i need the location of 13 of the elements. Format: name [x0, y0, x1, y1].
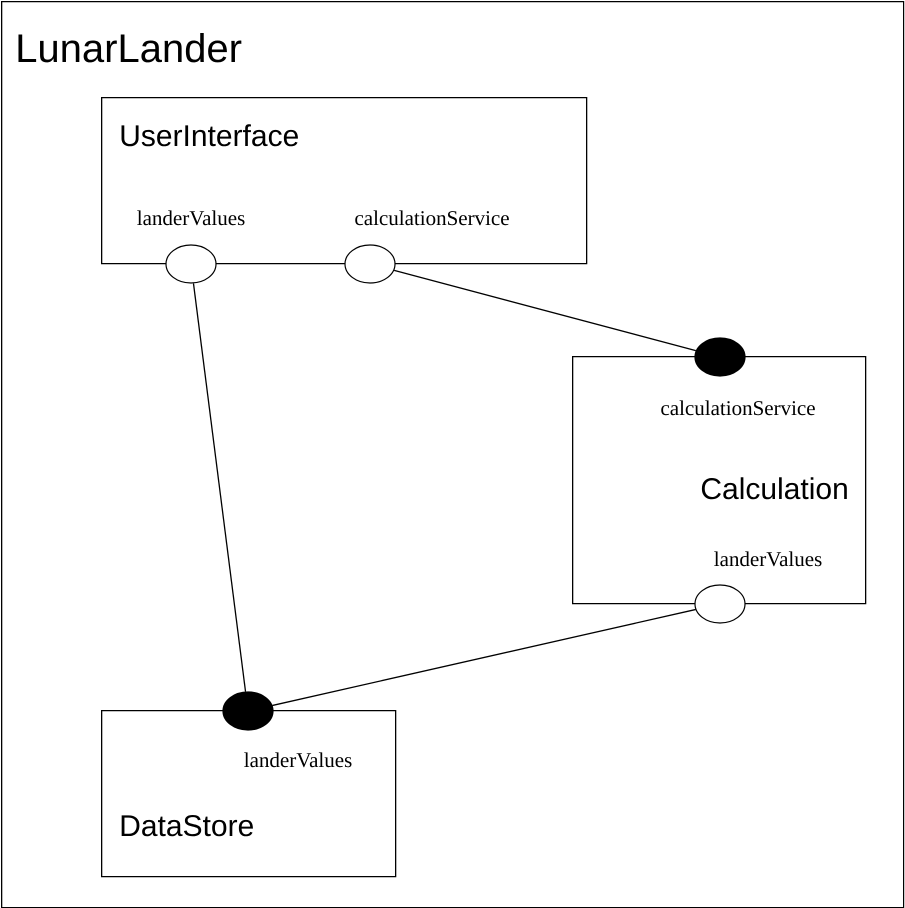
port-label: landerValues [244, 752, 352, 768]
port-label: landerValues [137, 210, 244, 226]
port-circle [222, 691, 274, 731]
port-circle [694, 584, 746, 624]
port-label: calculationService [355, 210, 509, 226]
connector-line [272, 608, 696, 706]
connector-line [192, 283, 246, 692]
port-label: calculationService [661, 400, 815, 416]
port-circle [165, 244, 217, 284]
port-label: landerValues [714, 551, 822, 566]
port-circle [344, 244, 396, 284]
connector-line [394, 270, 696, 352]
port-circle [694, 337, 746, 377]
